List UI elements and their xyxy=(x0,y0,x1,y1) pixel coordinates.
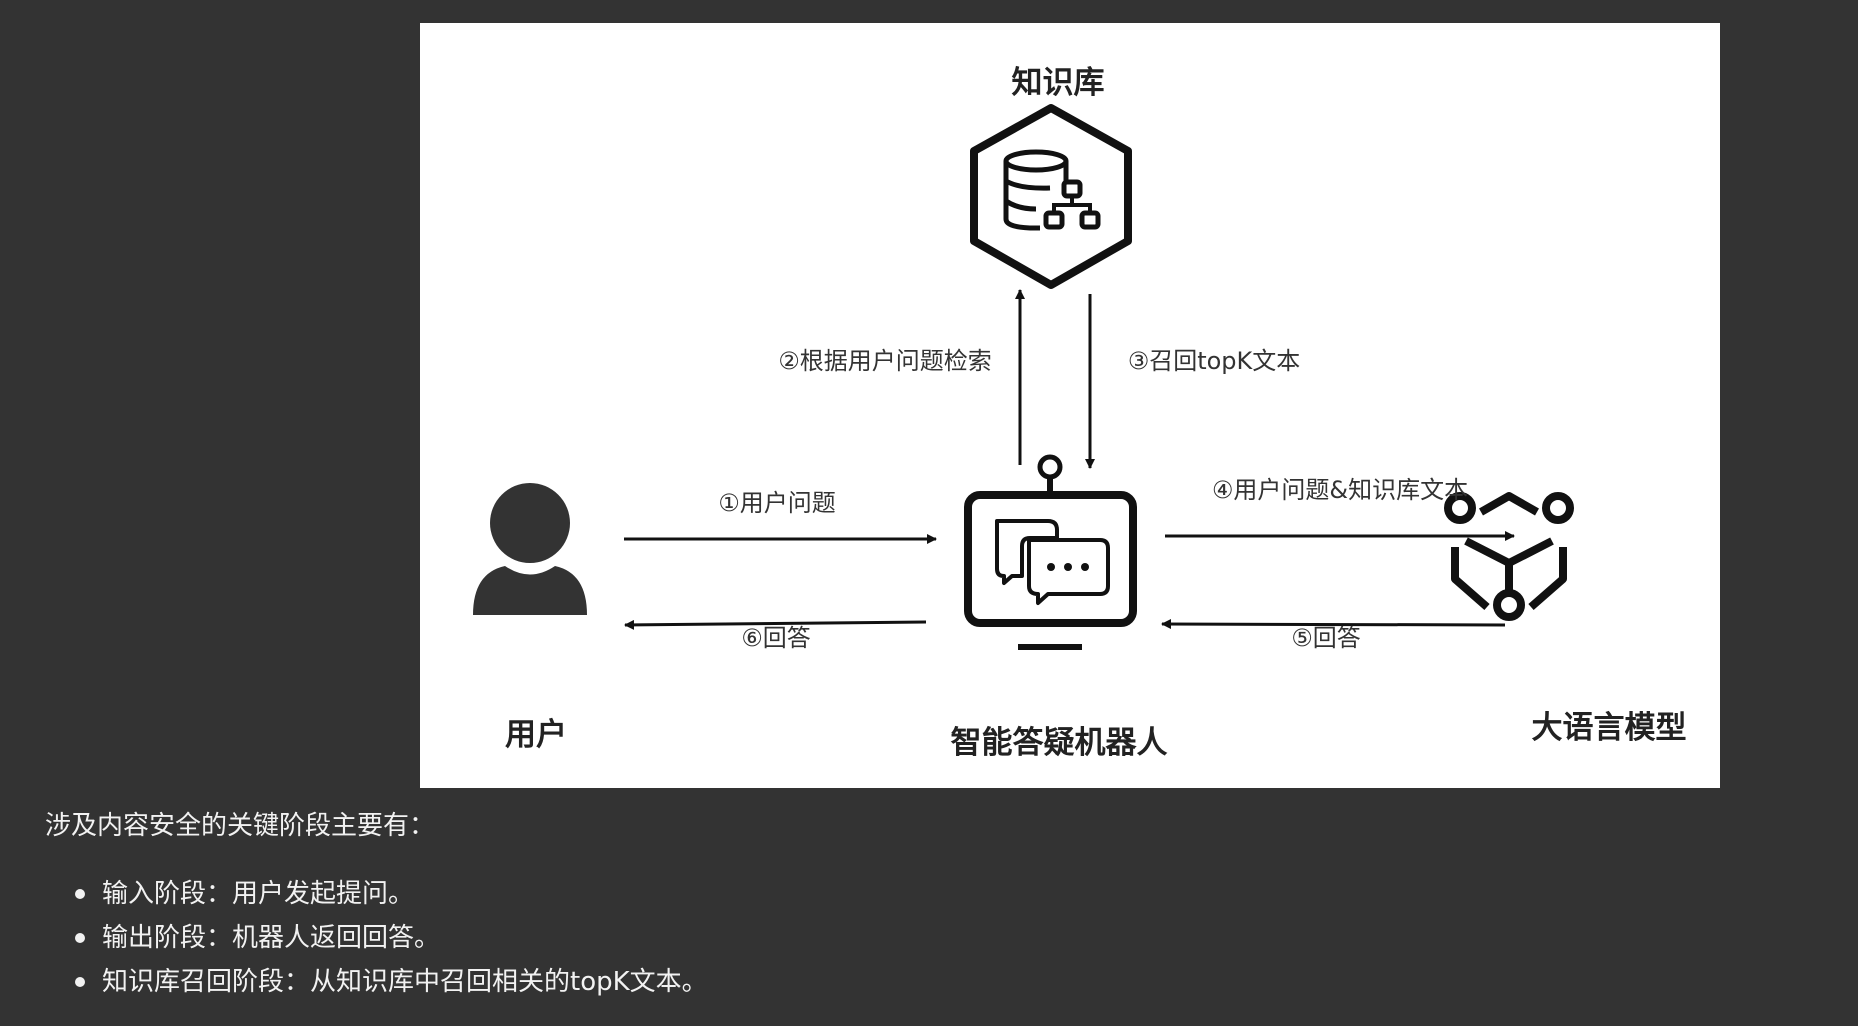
database-hexagon-icon xyxy=(970,104,1132,289)
bullet-icon xyxy=(75,977,85,987)
intro-text: 涉及内容安全的关键阶段主要有： xyxy=(45,811,436,841)
edge-label-step3: ③召回topK文本 xyxy=(1127,347,1301,375)
key-stage-list: 输入阶段：用户发起提问。 输出阶段：机器人返回回答。 知识库召回阶段：从知识库中… xyxy=(45,872,708,1004)
list-item-text: 知识库召回阶段：从知识库中召回相关的topK文本。 xyxy=(102,967,708,997)
diagram-canvas xyxy=(473,104,1574,650)
bullet-icon xyxy=(75,889,85,899)
node-label-knowledge-base: 知识库 xyxy=(1011,65,1105,101)
node-label-user: 用户 xyxy=(505,717,567,753)
list-item: 输出阶段：机器人返回回答。 xyxy=(45,916,708,960)
list-item-text: 输出阶段：机器人返回回答。 xyxy=(102,923,441,953)
rag-flow-diagram: 知识库 用户 智能答疑机器人 大语言模型 ①用户问题 ②根据用户问题检索 ③召回… xyxy=(420,23,1720,788)
edge-label-step4: ④用户问题&知识库文本 xyxy=(1211,476,1469,504)
arrow-llm-to-robot xyxy=(1161,619,1506,630)
edge-label-step1: ①用户问题 xyxy=(718,489,836,517)
list-item: 知识库召回阶段：从知识库中召回相关的topK文本。 xyxy=(45,960,708,1004)
edge-label-step2: ②根据用户问题检索 xyxy=(778,347,992,375)
list-item-text: 输入阶段：用户发起提问。 xyxy=(102,879,415,909)
description: 涉及内容安全的关键阶段主要有： 输入阶段：用户发起提问。 输出阶段：机器人返回回… xyxy=(45,806,708,1004)
arrow-robot-to-user xyxy=(624,619,927,630)
list-item: 输入阶段：用户发起提问。 xyxy=(45,872,708,916)
bullet-icon xyxy=(75,933,85,943)
user-silhouette-icon xyxy=(473,483,587,615)
model-network-icon xyxy=(1444,492,1574,621)
edge-label-step5: ⑤回答 xyxy=(1291,624,1361,652)
chat-robot-icon xyxy=(964,454,1137,650)
node-label-llm: 大语言模型 xyxy=(1531,710,1687,746)
node-label-qa-robot: 智能答疑机器人 xyxy=(950,725,1168,761)
edge-label-step6: ⑥回答 xyxy=(741,624,811,652)
